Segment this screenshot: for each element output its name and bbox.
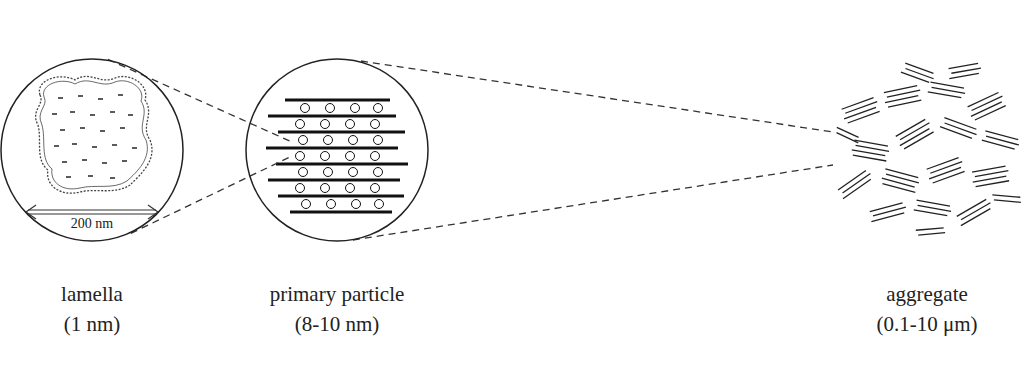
lamella-circle: 200 nmlamella(1 nm) [0, 58, 184, 242]
lamella-stack [266, 100, 408, 212]
circle-outline [246, 59, 428, 241]
primary-particle-circle: primary particle(8-10 nm) [245, 58, 429, 242]
charge-dashes [52, 95, 137, 178]
caption-title: primary particle [270, 282, 405, 306]
caption-size: (1 nm) [64, 312, 121, 336]
lamella-sheet [36, 76, 152, 193]
zoom-lines [353, 61, 833, 240]
interlayer-cations [296, 104, 384, 209]
circle-outline [1, 59, 183, 241]
circle-outline [0, 58, 184, 242]
caption-size: (0.1-10 μm) [876, 312, 977, 336]
caption-title: lamella [61, 282, 123, 306]
aggregate-particles [835, 63, 1022, 235]
caption-title: aggregate [886, 282, 968, 306]
circle-outline [245, 58, 429, 242]
caption-size: (8-10 nm) [295, 312, 380, 336]
dimension-label: 200 nm [71, 216, 113, 232]
zoom-connector [108, 59, 292, 233]
